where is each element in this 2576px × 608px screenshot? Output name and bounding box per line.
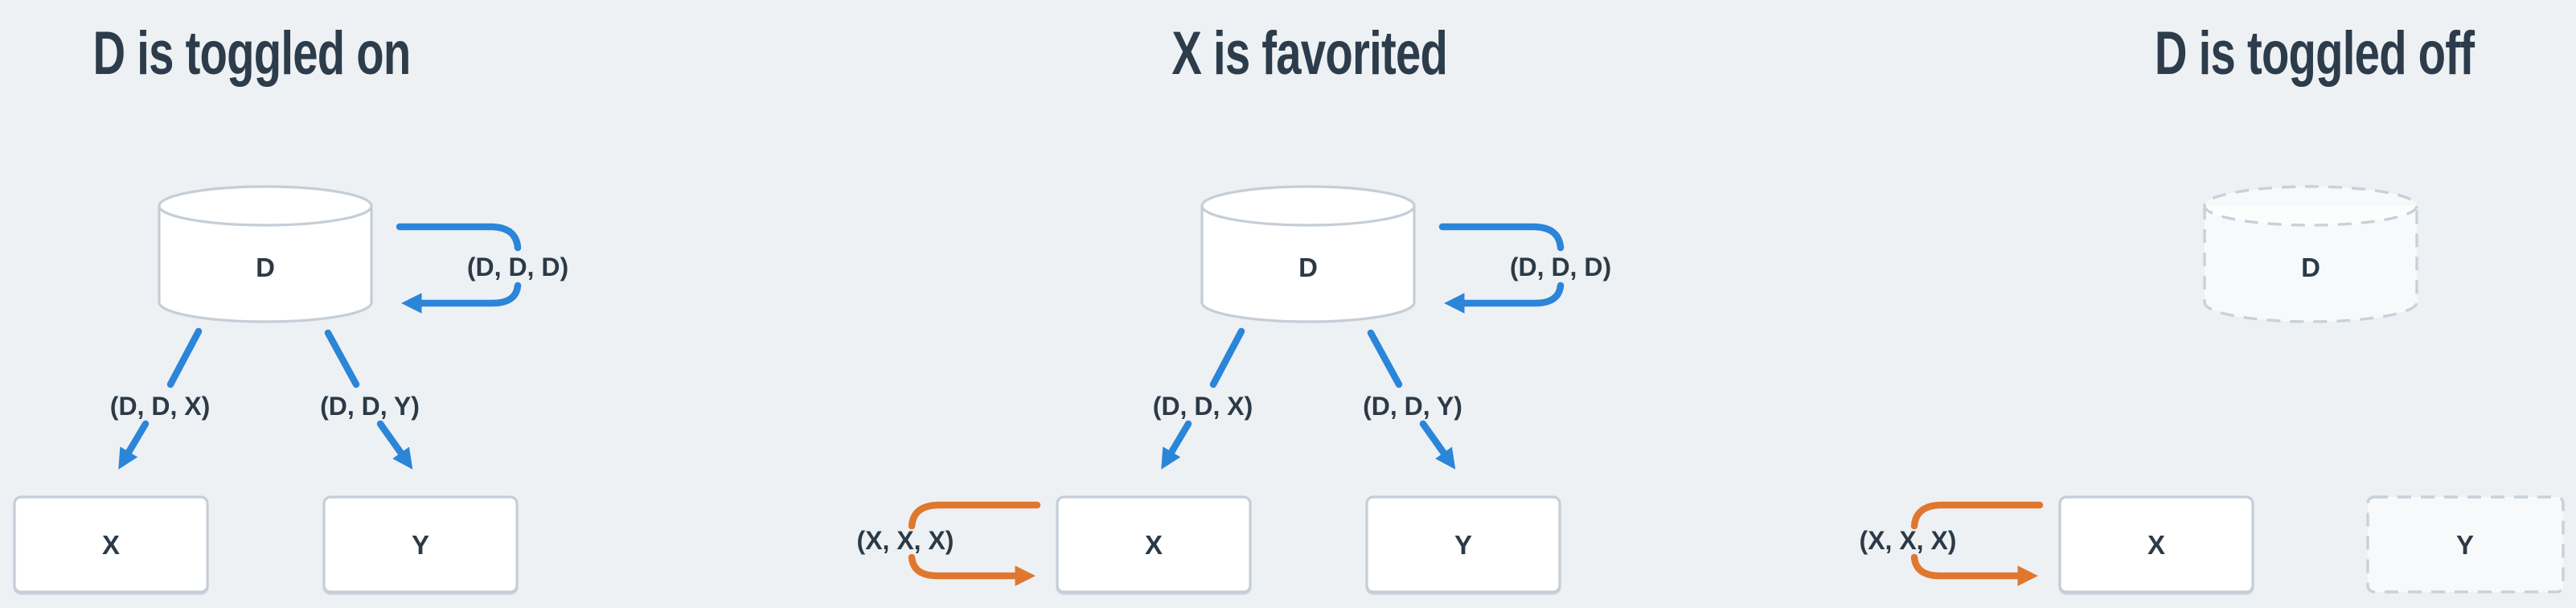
panel-x-favorited: X is favorited D (D, D, D) (D, D, X) (D,… <box>857 19 1611 594</box>
node-label-d: D <box>256 253 275 282</box>
edge-d-to-y: (D, D, Y) <box>1363 329 1462 470</box>
edge-label-xxx: (X, X, X) <box>1860 526 1957 555</box>
panel-d-toggled-off: D is toggled off D (X, X, X) X Y <box>1860 19 2565 594</box>
node-box-x: X <box>2058 495 2254 594</box>
cylinder-body <box>2203 206 2418 323</box>
box-y <box>322 495 519 594</box>
box-y <box>2366 495 2565 594</box>
database-cylinder-d: D <box>158 185 373 323</box>
box-x <box>1056 495 1252 594</box>
edge-label-ddd: (D, D, D) <box>1510 253 1611 281</box>
cylinder-body <box>1200 206 1416 323</box>
edge-d-to-x: (D, D, X) <box>1153 327 1253 470</box>
node-label-x: X <box>2147 530 2165 560</box>
edge-d-x-segment <box>1209 327 1245 388</box>
node-label-y: Y <box>1454 530 1472 560</box>
cylinder-top <box>1200 185 1416 227</box>
node-box-y: Y <box>322 495 519 594</box>
node-label-d: D <box>1298 253 1318 282</box>
database-cylinder-d: D <box>1200 185 1416 323</box>
edge-d-x-arrow <box>1161 420 1192 470</box>
panel-d-toggled-on: D is toggled on D (D, D, D) (D, D, X) (D… <box>13 19 568 594</box>
box-y <box>1365 495 1561 594</box>
node-label-x: X <box>102 530 120 560</box>
edge-label-xxx: (X, X, X) <box>857 526 954 555</box>
panel-title: D is toggled on <box>93 19 411 88</box>
edge-d-to-y: (D, D, Y) <box>320 329 420 470</box>
self-loop-d-return-arrow <box>1444 281 1565 314</box>
self-loop-x-top <box>908 501 1041 530</box>
edge-label-ddy: (D, D, Y) <box>1363 392 1462 421</box>
edge-label-ddx: (D, D, X) <box>110 392 210 421</box>
panel-title: D is toggled off <box>2155 19 2476 88</box>
edge-label-ddd: (D, D, D) <box>467 253 568 281</box>
box-x <box>2058 495 2254 594</box>
node-label-d: D <box>2301 253 2320 282</box>
self-loop-x-top <box>1910 501 2044 530</box>
node-box-x: X <box>1056 495 1252 594</box>
self-loop-x: (X, X, X) <box>857 501 1041 586</box>
self-loop-d: (D, D, D) <box>1438 223 1611 314</box>
edge-d-x-segment <box>166 327 203 388</box>
node-label-x: X <box>1145 530 1163 560</box>
node-box-y-disabled: Y <box>2366 495 2565 594</box>
edge-d-to-x: (D, D, X) <box>110 327 210 470</box>
cylinder-top <box>158 185 373 227</box>
box-x <box>13 495 209 594</box>
cylinder-top <box>2203 185 2418 227</box>
edge-label-ddx: (D, D, X) <box>1153 392 1253 421</box>
self-loop-d: (D, D, D) <box>396 223 568 314</box>
node-box-x: X <box>13 495 209 594</box>
self-loop-d-return-arrow <box>401 281 522 314</box>
edge-d-y-arrow <box>376 420 413 470</box>
self-loop-d-top <box>396 223 522 252</box>
self-loop-x-return-arrow <box>908 553 1036 586</box>
node-label-y: Y <box>412 530 429 560</box>
panel-title: X is favorited <box>1171 19 1447 88</box>
cylinder-body <box>158 206 373 323</box>
edge-d-y-segment <box>1367 329 1403 388</box>
node-label-y: Y <box>2456 530 2474 560</box>
self-loop-x-return-arrow <box>1910 553 2038 586</box>
self-loop-x: (X, X, X) <box>1860 501 2044 586</box>
edge-label-ddy: (D, D, Y) <box>320 392 420 421</box>
self-loop-d-top <box>1438 223 1565 252</box>
edge-d-x-arrow <box>118 420 150 470</box>
edge-d-y-arrow <box>1419 420 1456 470</box>
database-cylinder-d-disabled: D <box>2203 185 2418 323</box>
edge-d-y-segment <box>324 329 360 388</box>
node-box-y: Y <box>1365 495 1561 594</box>
